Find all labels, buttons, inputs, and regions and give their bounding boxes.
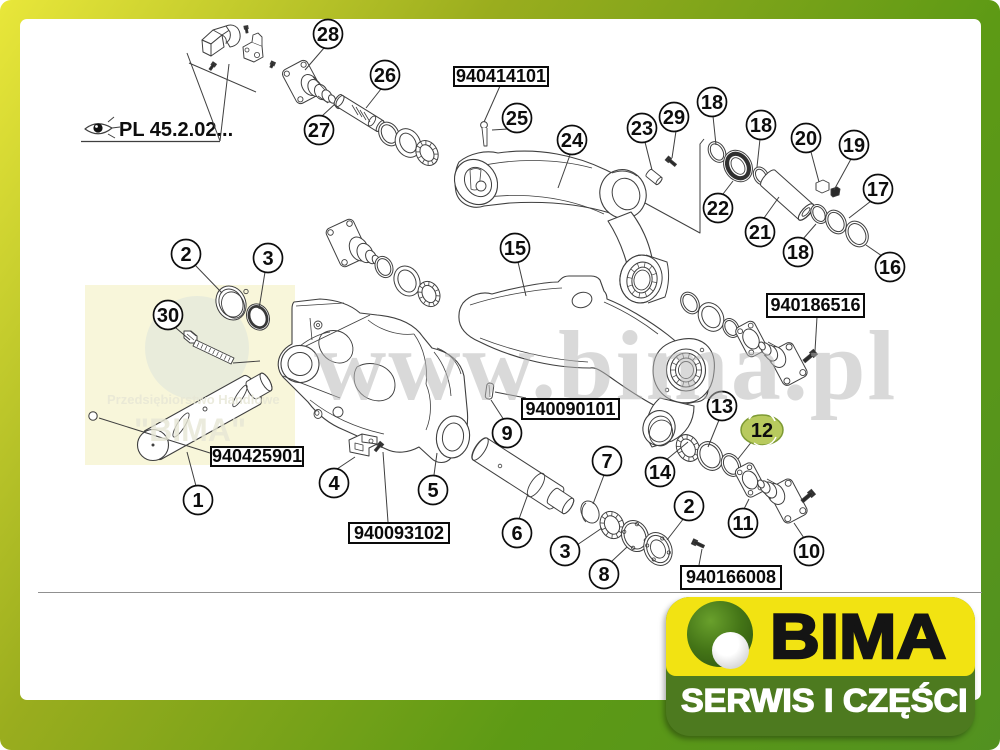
svg-text:28: 28 [317, 24, 339, 46]
svg-text:2: 2 [180, 244, 191, 266]
svg-text:PL 45.2.02...: PL 45.2.02... [119, 119, 233, 141]
svg-text:25: 25 [506, 108, 528, 130]
svg-text:3: 3 [559, 541, 570, 563]
svg-text:12: 12 [751, 420, 773, 442]
svg-text:18: 18 [787, 242, 809, 264]
svg-text:5: 5 [427, 480, 438, 502]
svg-text:27: 27 [308, 120, 330, 142]
svg-text:3: 3 [262, 248, 273, 270]
svg-text:14: 14 [649, 462, 672, 484]
svg-text:10: 10 [798, 541, 820, 563]
svg-text:9: 9 [501, 423, 512, 445]
svg-text:20: 20 [795, 128, 817, 150]
svg-text:29: 29 [663, 107, 685, 129]
svg-text:17: 17 [867, 179, 889, 201]
svg-text:23: 23 [631, 118, 653, 140]
svg-text:18: 18 [701, 92, 723, 114]
svg-text:13: 13 [711, 396, 733, 418]
svg-text:6: 6 [511, 523, 522, 545]
svg-text:26: 26 [374, 65, 396, 87]
svg-text:15: 15 [504, 238, 526, 260]
svg-text:24: 24 [561, 130, 584, 152]
svg-text:8: 8 [598, 564, 609, 586]
svg-text:19: 19 [843, 135, 865, 157]
svg-text:16: 16 [879, 257, 901, 279]
svg-text:2: 2 [683, 496, 694, 518]
svg-text:11: 11 [732, 513, 753, 535]
svg-text:18: 18 [750, 115, 772, 137]
svg-text:7: 7 [601, 451, 612, 473]
svg-text:22: 22 [707, 198, 729, 220]
svg-text:30: 30 [157, 305, 179, 327]
svg-text:21: 21 [749, 222, 771, 244]
svg-text:4: 4 [328, 473, 340, 495]
svg-text:1: 1 [192, 490, 203, 512]
